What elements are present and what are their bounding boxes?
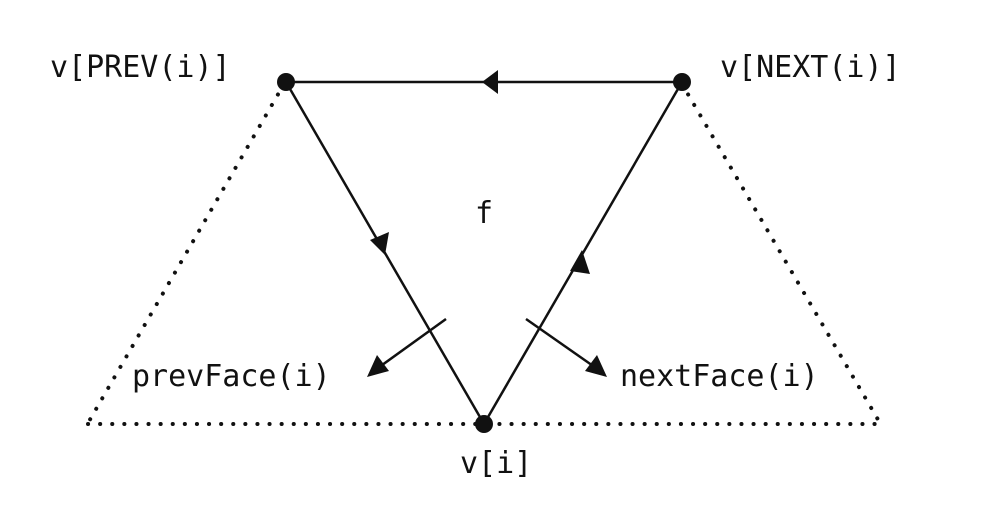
next-face-label: nextFace(i) [620,359,819,394]
face-f-label: f [475,196,493,231]
vertex-next-label: v[NEXT(i)] [720,50,901,85]
right-edge-arrowhead [570,250,590,274]
prev-face-label: prevFace(i) [132,359,331,394]
left-edge-arrowhead [370,232,389,255]
prev-face-arrowhead [367,355,389,377]
next-face-arrowhead [585,355,607,377]
vertices [277,73,691,433]
prev-face-left-dotted-edge [86,82,286,425]
vertex-i [475,415,493,433]
prev-face-arrow-shaft [377,317,447,370]
next-face-arrow-shaft [525,317,597,370]
edge-direction-arrows [370,70,590,274]
top-edge-arrowhead [482,70,498,94]
neighbor-faces-outline [86,82,884,426]
neighbor-face-arrowheads [367,355,607,377]
vertex-prev-label: v[PREV(i)] [50,50,231,85]
vertex-prev [277,73,295,91]
vertex-i-label: v[i] [460,446,532,481]
next-face-right-dotted-edge [680,82,882,425]
vertex-next [673,73,691,91]
neighbor-face-arrows [377,317,597,370]
